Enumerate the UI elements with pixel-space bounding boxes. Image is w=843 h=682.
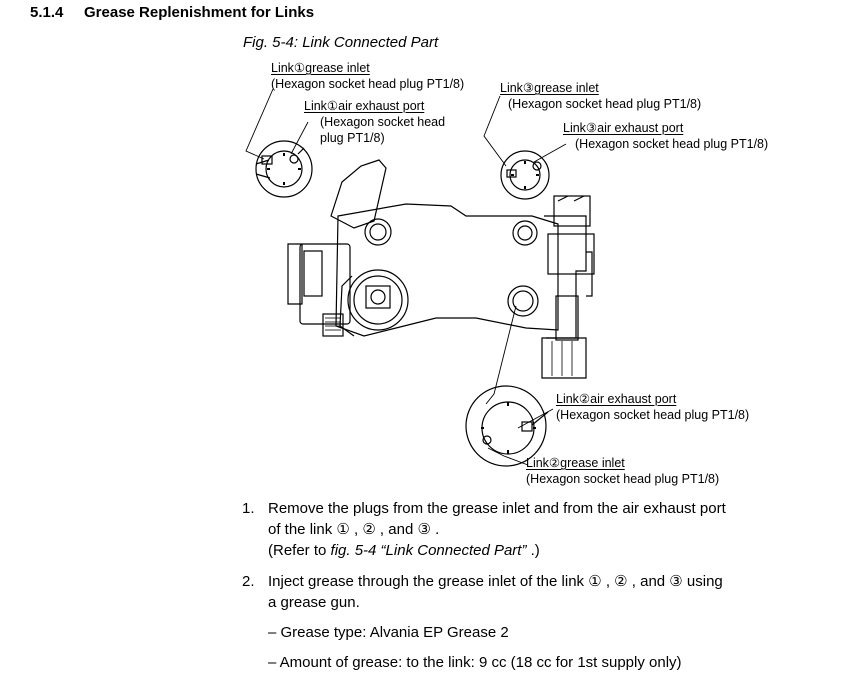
robot-arm-drawing xyxy=(245,88,595,467)
link2-detail-view xyxy=(465,385,549,467)
section-title: Grease Replenishment for Links xyxy=(84,4,315,21)
callout-link1-inlet-title: Link①grease inlet xyxy=(271,61,370,75)
callout-link3-exhaust-sub: (Hexagon socket head plug PT1/8) xyxy=(575,137,769,151)
callout-link3-air-exhaust: Link③air exhaust port (Hexagon socket he… xyxy=(563,120,768,152)
link1-detail-view xyxy=(255,140,313,198)
reference-fig-title: “Link Connected Part” xyxy=(376,542,527,559)
section-heading: 5.1.4 Grease Replenishment for Links xyxy=(30,4,314,21)
step-number: 2. xyxy=(242,573,255,590)
callout-link1-exhaust-sub2: plug PT1/8) xyxy=(320,131,385,145)
procedure-steps: 1. Remove the plugs from the grease inle… xyxy=(242,498,822,682)
callout-link1-air-exhaust: Link①air exhaust port (Hexagon socket he… xyxy=(304,98,445,146)
figure-caption-prefix: Fig. 5-4: xyxy=(243,34,299,51)
figure-caption-title: Link Connected Part xyxy=(302,34,439,51)
callout-link1-inlet-sub: (Hexagon socket head plug PT1/8) xyxy=(271,77,465,91)
step-number: 1. xyxy=(242,500,255,517)
callout-link2-grease-inlet: Link②grease inlet (Hexagon socket head p… xyxy=(526,455,719,487)
callout-link3-inlet-sub: (Hexagon socket head plug PT1/8) xyxy=(508,97,702,111)
figure-caption: Fig. 5-4: Link Connected Part xyxy=(243,34,438,51)
callout-link2-air-exhaust: Link②air exhaust port (Hexagon socket he… xyxy=(556,391,749,423)
section-number: 5.1.4 xyxy=(30,4,64,21)
callout-link2-exhaust-sub: (Hexagon socket head plug PT1/8) xyxy=(556,408,750,422)
step-item: 2. Inject grease through the grease inle… xyxy=(242,571,822,613)
callout-link3-grease-inlet: Link③grease inlet (Hexagon socket head p… xyxy=(500,80,701,112)
step-item: 1. Remove the plugs from the grease inle… xyxy=(242,498,822,561)
step-reference: (Refer to fig. 5-4 “Link Connected Part”… xyxy=(268,540,822,561)
callout-link3-exhaust-title: Link③air exhaust port xyxy=(563,121,684,135)
callout-link2-inlet-sub: (Hexagon socket head plug PT1/8) xyxy=(526,472,720,486)
callout-link1-exhaust-title: Link①air exhaust port xyxy=(304,99,425,113)
reference-prefix: (Refer to xyxy=(268,542,331,559)
callout-link1-exhaust-sub1: (Hexagon socket head xyxy=(320,115,446,129)
step-line: Inject grease through the grease inlet o… xyxy=(268,573,723,590)
list-item: – Amount of grease: to the link: 9 cc (1… xyxy=(268,654,682,671)
grease-spec-list: – Grease type: Alvania EP Grease 2 – Amo… xyxy=(242,622,822,673)
step-line: Remove the plugs from the grease inlet a… xyxy=(268,500,726,517)
link-connected-part-figure: Link①grease inlet (Hexagon socket head p… xyxy=(236,56,796,492)
callout-link2-exhaust-title: Link②air exhaust port xyxy=(556,392,677,406)
callout-link2-inlet-title: Link②grease inlet xyxy=(526,456,625,470)
robot-body xyxy=(287,159,595,379)
reference-fig-link[interactable]: fig. 5-4 xyxy=(330,542,377,559)
step-line: of the link ① , ② , and ③ . xyxy=(268,521,440,538)
callout-link3-inlet-title: Link③grease inlet xyxy=(500,81,599,95)
step-line: a grease gun. xyxy=(268,594,360,611)
reference-suffix: .) xyxy=(526,542,540,559)
callout-link1-grease-inlet: Link①grease inlet (Hexagon socket head p… xyxy=(271,60,464,92)
link3-detail-view xyxy=(500,150,550,200)
list-item: – Grease type: Alvania EP Grease 2 xyxy=(268,624,509,641)
